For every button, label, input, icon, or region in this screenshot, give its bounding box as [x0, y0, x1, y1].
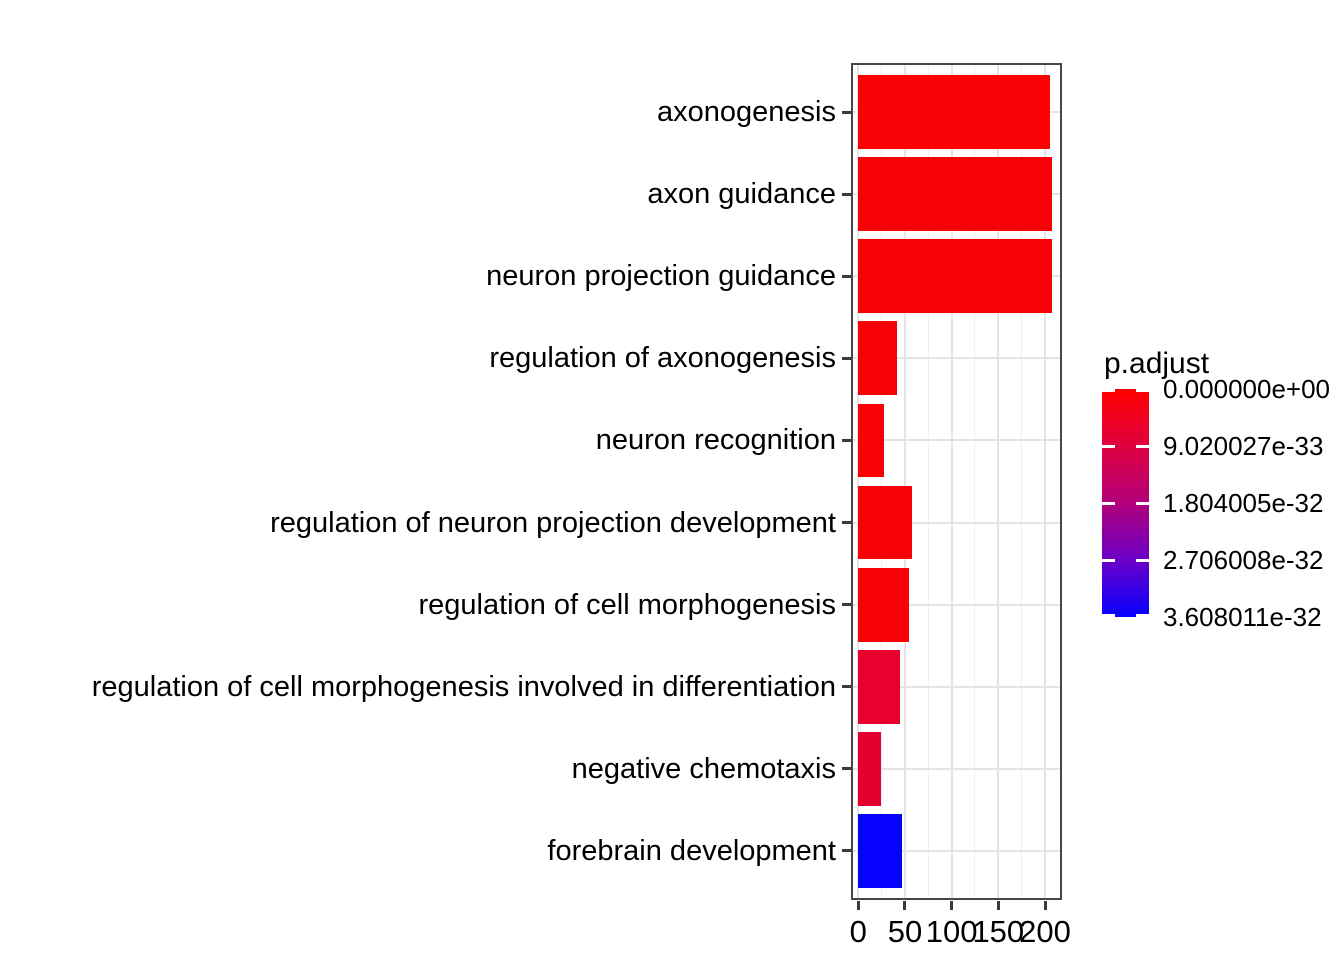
bar — [858, 649, 901, 724]
x-tick-label: 100 — [925, 914, 978, 949]
category-label: axon guidance — [647, 178, 836, 211]
y-axis-tick — [842, 192, 851, 196]
colorbar-tick-left — [1102, 558, 1115, 562]
category-label: neuron projection guidance — [486, 260, 836, 293]
x-axis-tick — [856, 901, 860, 910]
grid-line-vertical-major — [997, 63, 1000, 900]
grid-line-vertical-minor — [1021, 63, 1023, 900]
x-tick-label: 0 — [849, 914, 867, 949]
y-axis-tick — [842, 685, 851, 689]
grid-line-horizontal-major — [851, 767, 1062, 770]
x-axis-tick — [903, 901, 907, 910]
legend-label: 1.804005e-32 — [1163, 488, 1324, 518]
colorbar-tick-right — [1136, 558, 1149, 562]
grid-line-vertical-major — [950, 63, 953, 900]
grid-line-horizontal-major — [851, 849, 1062, 852]
grid-line-horizontal-major — [851, 685, 1062, 688]
x-axis-tick — [996, 901, 1000, 910]
bar — [858, 567, 909, 642]
colorbar-tick-left — [1102, 614, 1115, 617]
bar — [858, 731, 881, 806]
grid-line-horizontal-major — [851, 603, 1062, 606]
legend-label: 3.608011e-32 — [1163, 602, 1322, 632]
bar — [858, 157, 1053, 232]
grid-line-vertical-major — [1044, 63, 1046, 900]
y-axis-tick — [842, 110, 851, 114]
grid-line-horizontal-major — [851, 357, 1062, 360]
y-axis-tick — [842, 521, 851, 525]
grid-line-horizontal-major — [851, 521, 1062, 524]
bar — [858, 485, 912, 560]
category-label: regulation of cell morphogenesis — [418, 588, 836, 621]
bar — [858, 403, 885, 478]
legend-colorbar — [1102, 389, 1149, 617]
category-label: axonogenesis — [657, 96, 836, 129]
legend-label: 9.020027e-33 — [1163, 431, 1324, 461]
plot-panel — [851, 63, 1062, 900]
category-label: neuron recognition — [595, 424, 836, 457]
colorbar-tick-right — [1136, 614, 1149, 617]
colorbar-tick-right — [1136, 444, 1149, 448]
colorbar-tick-right — [1136, 501, 1149, 505]
bar — [858, 321, 897, 396]
y-axis-tick — [842, 438, 851, 442]
x-axis-tick — [1043, 901, 1047, 910]
colorbar-tick-right — [1136, 389, 1149, 392]
colorbar-tick-left — [1102, 444, 1115, 448]
legend-p-adjust: p.adjust 0.000000e+00 9.020027e-33 1.80400… — [1090, 345, 1340, 645]
y-axis-tick — [842, 274, 851, 278]
grid-line-vertical-major — [903, 63, 906, 900]
grid-line-vertical-minor — [881, 63, 883, 900]
grid-line-horizontal-major — [851, 439, 1062, 442]
y-axis-tick — [842, 849, 851, 853]
legend-label: 0.000000e+00 — [1163, 374, 1331, 404]
legend-title: p.adjust — [1104, 347, 1210, 380]
category-label: regulation of neuron projection developm… — [270, 506, 836, 539]
y-axis-tick — [842, 603, 851, 607]
x-tick-label: 150 — [972, 914, 1025, 949]
legend-label: 2.706008e-32 — [1163, 545, 1324, 575]
bar — [858, 75, 1050, 150]
colorbar-tick-left — [1102, 501, 1115, 505]
category-label: regulation of axonogenesis — [489, 342, 836, 375]
colorbar-tick-left — [1102, 389, 1115, 392]
bar — [858, 239, 1052, 314]
y-axis-tick — [842, 767, 851, 771]
grid-line-vertical-minor — [927, 63, 929, 900]
grid-line-vertical-major — [857, 63, 860, 900]
x-axis-tick — [950, 901, 954, 910]
x-tick-label: 200 — [1019, 914, 1071, 949]
grid-line-vertical-minor — [974, 63, 976, 900]
category-label: negative chemotaxis — [571, 752, 836, 785]
category-label: forebrain development — [547, 834, 836, 867]
x-tick-label: 50 — [887, 914, 923, 949]
category-label: regulation of cell morphogenesis involve… — [91, 670, 836, 703]
y-axis-tick — [842, 356, 851, 360]
bar — [858, 813, 903, 888]
